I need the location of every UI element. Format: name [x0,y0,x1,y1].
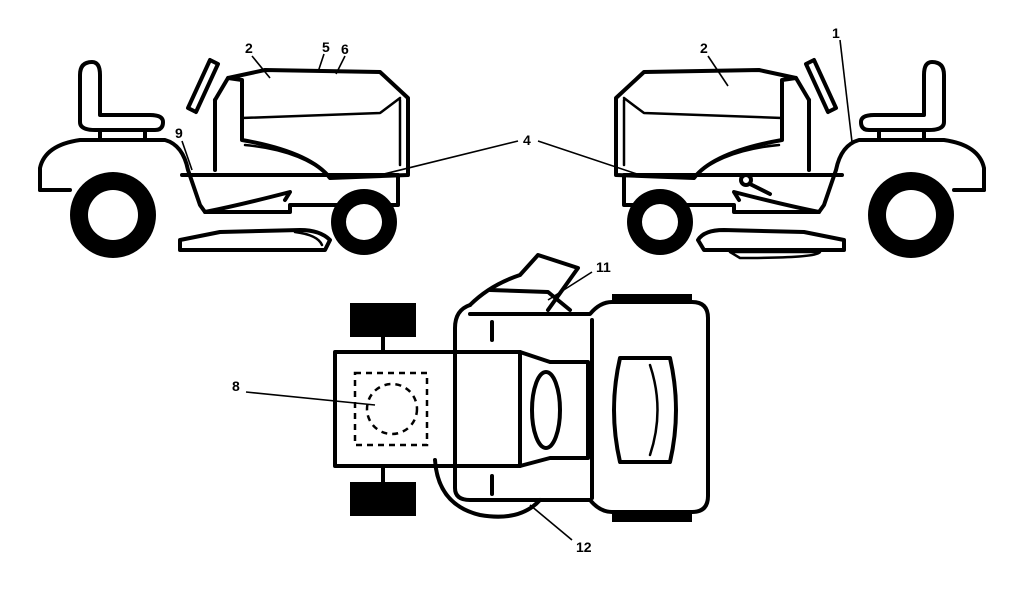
callout-1: 1 [832,25,840,41]
callout-11: 11 [596,259,611,275]
mower-deck-right [696,228,846,252]
tractor-top-view [333,253,710,522]
mower-deck-left [178,228,332,252]
hood-top [333,350,590,468]
seat-top [590,318,678,500]
hood-right [614,68,798,180]
callout-8: 8 [232,378,240,394]
callout-2-left: 2 [245,40,253,56]
callout-12: 12 [576,539,592,555]
tractor-left-side-view [38,58,410,258]
discharge-chute-top [468,253,580,312]
mower-deck-top [453,300,710,514]
callout-6: 6 [341,41,349,57]
rear-fender-right [622,138,986,214]
tractor-right-side-view [614,58,986,260]
decal-area-top [353,371,429,447]
front-wheel-top-upper [350,303,416,337]
seat-right [859,60,946,132]
callout-2-right: 2 [700,40,708,56]
callout-labels: 2 5 6 9 4 2 1 8 11 12 [175,25,840,555]
lever-knob-right [739,173,753,187]
rear-fender-left [38,138,400,214]
callout-4: 4 [523,132,531,148]
steering-wheel-right [804,58,838,114]
leader-lines [181,39,853,541]
front-wheel-top-lower [350,482,416,516]
hood-left [226,68,410,180]
seat-left [78,60,165,132]
callout-5: 5 [322,39,330,55]
steering-wheel-left [186,58,220,114]
callout-9: 9 [175,125,183,141]
